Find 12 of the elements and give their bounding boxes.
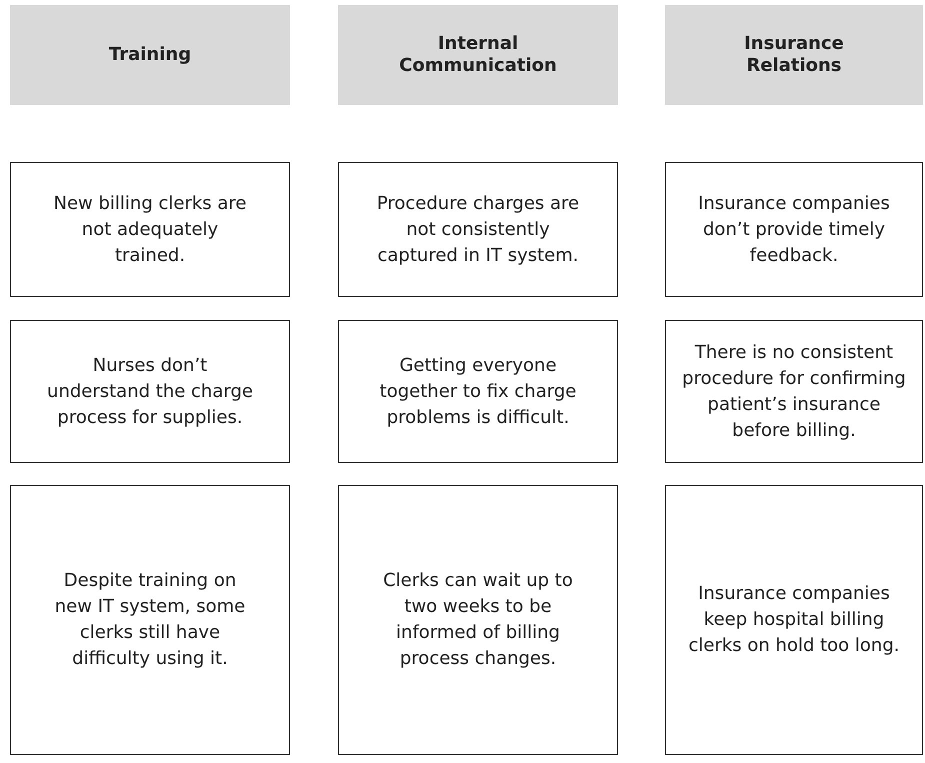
text-box: New billing clerks are not adequately trained. [10,162,290,297]
text-box: Nurses don’t understand the charge process for supplies. [10,320,290,463]
text-box: Despite training on new IT system, some clerks still have difficulty using it. [10,485,290,755]
text-box: Insurance companies don’t provide timely feedback. [665,162,923,297]
text-box: Getting everyone together to fix charge problems is difficult. [338,320,618,463]
column-header: Internal Communication [338,5,618,105]
text-box: Procedure charges are not consistently captured in IT system. [338,162,618,297]
column-header: Insurance Relations [665,5,923,105]
text-box: There is no consistent procedure for confirming patient’s insurance before billing. [665,320,923,463]
text-box: Insurance companies keep hospital billing clerks on hold too long. [665,485,923,755]
column-header: Training [10,5,290,105]
text-box: Clerks can wait up to two weeks to be informed of billing process changes. [338,485,618,755]
